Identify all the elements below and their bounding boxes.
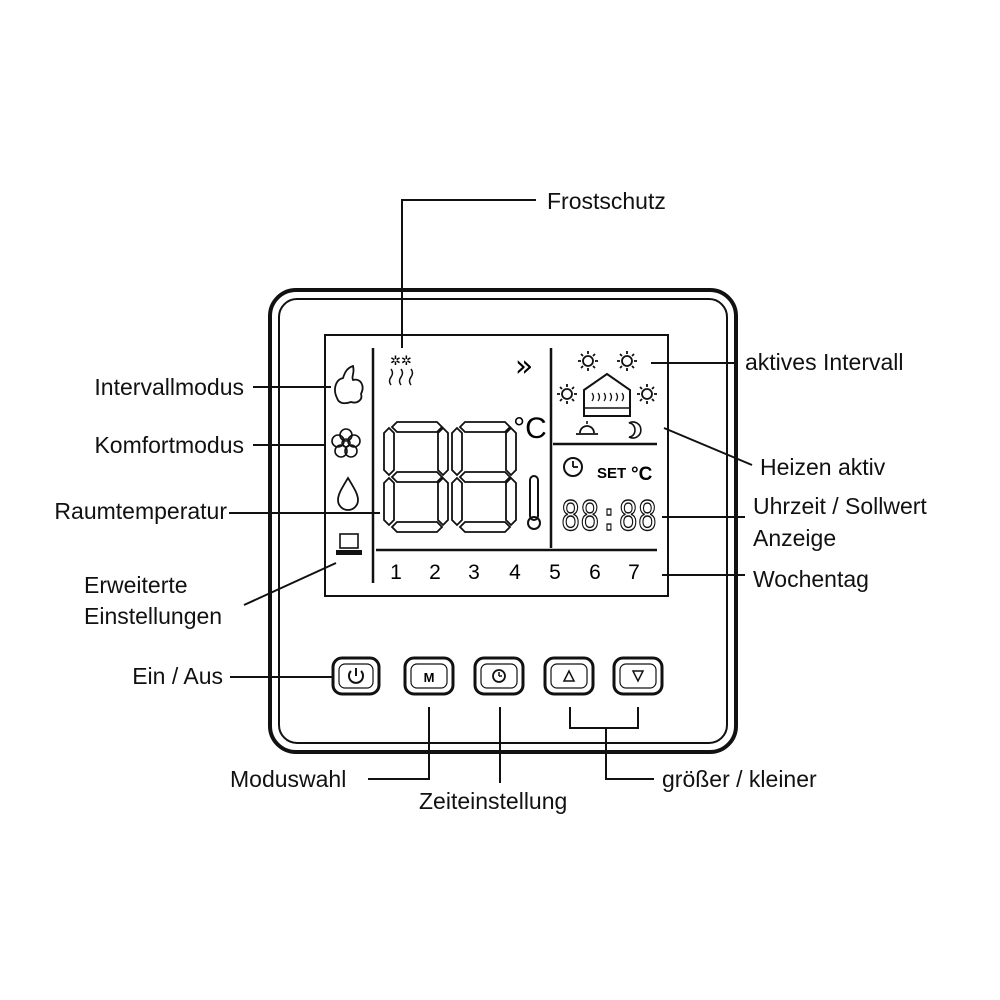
chevron-icon: » [515,349,533,384]
segment [437,427,449,476]
up-button[interactable] [543,656,595,696]
label-frostschutz: Frostschutz [547,188,666,214]
segment [459,421,511,433]
temperature-unit: °C [513,412,547,445]
lcd-screen [324,334,669,597]
weekday-number: 3 [468,561,480,584]
device-housing [268,288,738,754]
label-ein-aus: Ein / Aus [132,663,223,689]
label-anzeige: Anzeige [753,525,837,551]
segment [459,521,511,533]
label-moduswahl: Moduswahl [230,766,347,792]
mode-button[interactable]: M [403,656,455,696]
weekday-number: 7 [628,561,640,584]
label-heizen-aktiv: Heizen aktiv [760,454,886,480]
frost-icon: ✲✲ [388,354,414,386]
label-raumtemperatur: Raumtemperatur [54,498,227,524]
house-heating-icon [583,372,631,417]
seven-segment-digit [383,421,449,533]
sun-icon [577,350,599,372]
label-uhrzeit-sollwert: Uhrzeit / Sollwert [753,493,927,519]
weekday-number: 2 [429,561,441,584]
sunrise-icon [576,421,598,435]
label-zeiteinstellung: Zeiteinstellung [419,788,568,814]
triangle-up-icon [562,669,576,682]
clock-icon [563,457,583,477]
drop-icon [337,476,359,511]
segment [451,427,463,476]
triangle-down-icon [631,670,645,683]
power-icon [348,668,364,684]
segment [391,521,443,533]
label-groesser-kleiner: größer / kleiner [662,766,817,792]
callout-lines [229,199,753,783]
segment [391,421,443,433]
thermometer-icon [527,475,541,530]
laptop-icon [336,533,362,555]
set-label: SET [597,465,626,482]
sun-icon [636,383,658,405]
segment [383,477,395,526]
sun-icon [556,383,578,405]
segment [391,471,443,483]
label-wochentag: Wochentag [753,566,869,592]
label-erweiterte: Erweiterte [84,572,188,598]
weekday-number: 1 [390,561,402,584]
down-button[interactable] [612,656,664,696]
segment [505,477,517,526]
set-unit: °C [631,464,653,485]
mode-button-label: M [424,670,435,685]
interval-mode-icon [334,364,364,405]
label-komfortmodus: Komfortmodus [94,432,244,458]
segment [451,477,463,526]
weekday-row: 1 2 3 4 5 6 7 [390,561,640,584]
weekday-number: 5 [549,561,561,584]
label-einstellungen: Einstellungen [84,603,223,629]
room-temperature-digits [383,421,517,533]
moon-icon [628,421,642,439]
weekday-number: 4 [509,561,521,584]
segment [383,427,395,476]
sun-icon [616,350,638,372]
segment [437,477,449,526]
weekday-number: 6 [589,561,601,584]
svg-text:✲✲: ✲✲ [390,354,412,369]
label-intervallmodus: Intervallmodus [94,374,244,400]
clock-icon [492,669,506,683]
power-button[interactable] [331,656,381,696]
label-aktives-intervall: aktives Intervall [745,349,904,375]
clock-display: 88:88 [561,494,657,540]
seven-segment-digit [451,421,517,533]
comfort-mode-icon [331,428,361,458]
time-setting-button[interactable] [473,656,525,696]
segment [459,471,511,483]
